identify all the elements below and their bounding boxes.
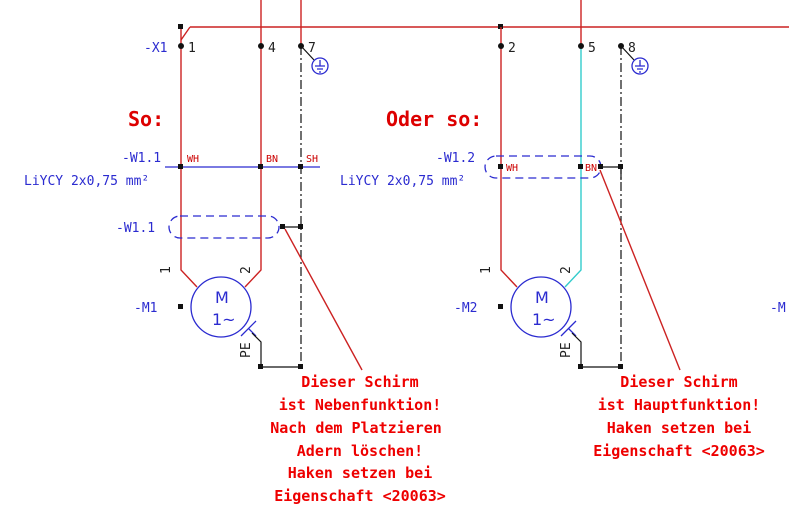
cable-type-left: LiYCY 2x0,75 mm² — [24, 174, 149, 189]
svg-text:WH: WH — [506, 163, 518, 174]
edge-motor-label: -M — [770, 301, 786, 316]
earth-icon — [311, 57, 329, 75]
svg-text:2: 2 — [508, 41, 516, 56]
svg-text:Eigenschaft <20063>: Eigenschaft <20063> — [274, 487, 446, 505]
motor-label-right: -M2 — [454, 301, 477, 316]
svg-text:1: 1 — [479, 266, 494, 274]
terminal-dot — [618, 43, 624, 49]
bus-node — [178, 24, 183, 29]
terminal-dot — [298, 43, 304, 49]
wire-bn-right — [564, 46, 582, 288]
terminal-dot — [578, 43, 584, 49]
bus-node — [498, 24, 503, 29]
cable-label-left: -W1.1 — [122, 151, 161, 166]
svg-text:Dieser Schirm: Dieser Schirm — [620, 373, 737, 391]
svg-text:Haken setzen bei: Haken setzen bei — [288, 464, 433, 482]
shield-left — [168, 215, 280, 239]
svg-text:BN: BN — [585, 163, 597, 174]
svg-text:7: 7 — [308, 41, 316, 56]
svg-text:4: 4 — [268, 41, 276, 56]
annotation-pointer-right — [599, 169, 681, 371]
svg-text:Adern löschen!: Adern löschen! — [297, 442, 423, 460]
terminal-dot — [258, 43, 264, 49]
heading-left: So: — [128, 107, 164, 131]
motor-label-left: -M1 — [134, 301, 157, 316]
note-left: Dieser Schirm ist Nebenfunktion! Nach de… — [270, 373, 446, 505]
svg-text:BN: BN — [266, 154, 278, 165]
svg-text:ist Nebenfunktion!: ist Nebenfunktion! — [279, 396, 442, 414]
svg-text:5: 5 — [588, 41, 596, 56]
annotation-pointer-left — [284, 228, 363, 371]
motor-m1 — [190, 276, 252, 338]
cable-type-right: LiYCY 2x0,75 mm² — [340, 174, 465, 189]
svg-text:Eigenschaft <20063>: Eigenschaft <20063> — [593, 442, 765, 460]
motor-m2 — [510, 276, 572, 338]
svg-text:ist Hauptfunktion!: ist Hauptfunktion! — [598, 396, 761, 414]
svg-text:SH: SH — [306, 154, 318, 165]
shield-label-left: -W1.1 — [116, 221, 155, 236]
svg-text:1: 1 — [188, 41, 196, 56]
terminal-strip-label: -X1 — [144, 41, 167, 56]
svg-text:Haken setzen bei: Haken setzen bei — [607, 419, 752, 437]
wire-wh-left — [180, 40, 198, 288]
terminal-dot — [498, 43, 504, 49]
heading-right: Oder so: — [386, 107, 482, 131]
earth-icon — [631, 57, 649, 75]
svg-text:8: 8 — [628, 41, 636, 56]
wire-wh-right — [500, 40, 518, 288]
svg-text:M: M — [535, 288, 549, 307]
svg-text:Dieser Schirm: Dieser Schirm — [301, 373, 418, 391]
svg-text:1~: 1~ — [532, 310, 556, 329]
svg-text:Nach dem Platzieren: Nach dem Platzieren — [270, 419, 442, 437]
svg-text:PE: PE — [239, 342, 254, 358]
svg-text:2: 2 — [559, 266, 574, 274]
terminal-dot — [178, 43, 184, 49]
note-right: Dieser Schirm ist Hauptfunktion! Haken s… — [593, 373, 765, 460]
top-bus — [180, 26, 789, 41]
svg-text:1: 1 — [159, 266, 174, 274]
svg-text:WH: WH — [187, 154, 199, 165]
svg-text:M: M — [215, 288, 229, 307]
wire-bn-left — [244, 0, 262, 288]
svg-text:PE: PE — [559, 342, 574, 358]
svg-text:1~: 1~ — [212, 310, 236, 329]
cable-label-right: -W1.2 — [436, 151, 475, 166]
svg-text:2: 2 — [239, 266, 254, 274]
